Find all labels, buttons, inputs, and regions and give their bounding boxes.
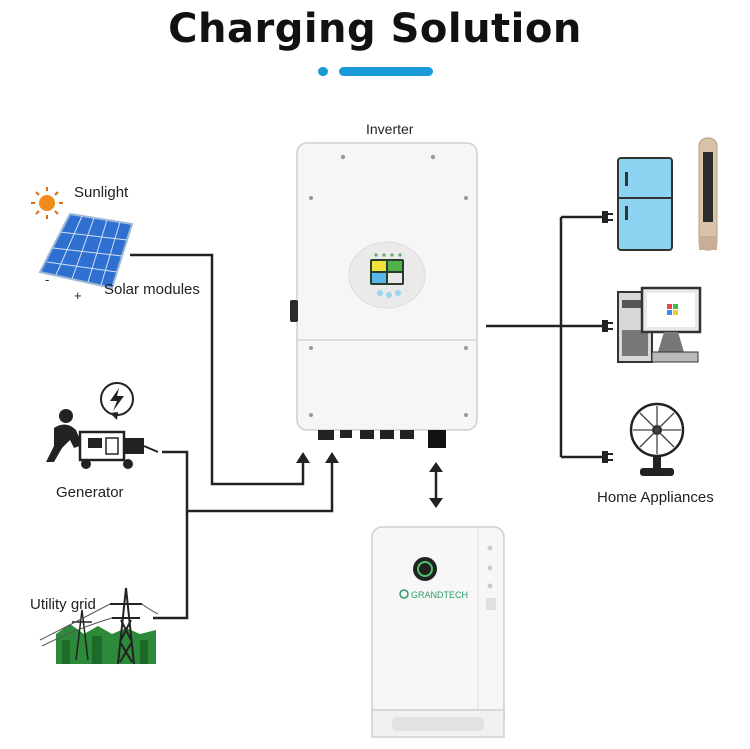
- plus-sign: +: [74, 288, 82, 303]
- generator-icon: [46, 382, 159, 469]
- sunlight-label: Sunlight: [74, 184, 129, 201]
- generator-label: Generator: [56, 484, 124, 501]
- arrow-heads: [296, 452, 443, 508]
- title-accent-dot: [318, 67, 328, 76]
- inverter-label: Inverter: [366, 121, 414, 137]
- connection-lines: [130, 215, 605, 620]
- utility-grid-icon: [39, 587, 159, 665]
- battery-brand-label: GRANDTECH: [411, 590, 468, 600]
- sun-icon: [31, 187, 63, 219]
- battery-unit: GRANDTECH: [371, 526, 505, 738]
- title-accent-bar: [339, 67, 433, 76]
- page-title: Charging Solution: [168, 6, 582, 52]
- minus-sign: -: [45, 272, 49, 287]
- inverter-display: [348, 241, 426, 309]
- solar-panel-icon: [38, 212, 134, 290]
- home-appliances-label: Home Appliances: [597, 489, 714, 506]
- computer-icon: [617, 286, 702, 363]
- plug-icons: [602, 211, 613, 463]
- desk-fan-icon: [629, 402, 685, 476]
- utility-grid-label: Utility grid: [30, 596, 96, 613]
- refrigerator-icon: [617, 157, 673, 251]
- solar-modules-label: Solar modules: [104, 281, 200, 298]
- inverter-unit: [290, 142, 478, 448]
- tower-fan-icon: [698, 137, 718, 251]
